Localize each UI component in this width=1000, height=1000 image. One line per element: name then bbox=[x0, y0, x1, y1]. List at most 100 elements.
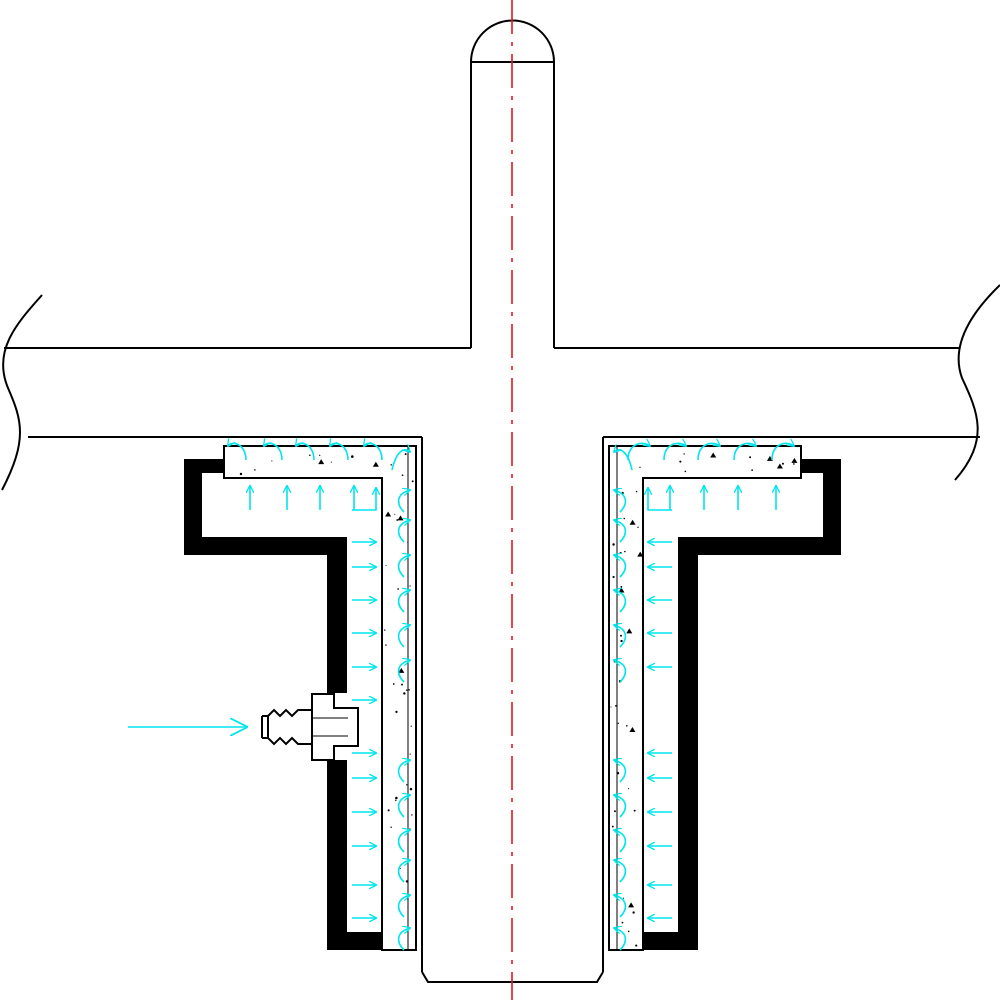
porous-exit-arrow bbox=[627, 443, 650, 461]
porous-exit-arrow bbox=[397, 625, 410, 648]
porous-grain bbox=[619, 551, 622, 554]
porous-grain bbox=[409, 787, 413, 791]
porous-grain bbox=[398, 667, 405, 673]
porous-exit-arrow bbox=[397, 860, 410, 883]
porous-exit-arrow bbox=[397, 830, 410, 853]
porous-grain bbox=[616, 771, 620, 775]
porous-grain bbox=[402, 517, 404, 520]
porous-grain bbox=[409, 585, 411, 587]
porous-grain bbox=[395, 710, 398, 714]
porous-grain bbox=[254, 469, 256, 471]
porous-grain bbox=[615, 705, 617, 707]
porous-grain bbox=[635, 490, 638, 493]
porous-grain bbox=[637, 526, 639, 528]
porous-grain bbox=[406, 784, 408, 786]
porous-grain bbox=[628, 788, 630, 790]
porous-grain bbox=[622, 897, 625, 899]
porous-exit-arrow bbox=[397, 520, 410, 543]
porous-grain bbox=[390, 464, 392, 466]
corner-flow-arrow bbox=[648, 488, 672, 511]
shaft bbox=[421, 19, 604, 983]
porous-grain bbox=[385, 565, 387, 567]
right-porous-liner bbox=[608, 445, 802, 951]
porous-grain bbox=[633, 809, 636, 812]
porous-grain bbox=[309, 454, 311, 457]
porous-grain bbox=[610, 706, 612, 708]
porous-grain bbox=[639, 466, 641, 468]
porous-exit-arrow bbox=[614, 928, 627, 951]
porous-exit-arrow bbox=[397, 895, 410, 918]
porous-exit-arrow bbox=[296, 443, 315, 461]
porous-exit-arrow bbox=[397, 555, 410, 578]
porous-exit-arrow bbox=[397, 590, 410, 613]
left-housing bbox=[184, 459, 383, 950]
porous-grain bbox=[411, 814, 413, 816]
porous-exit-arrow bbox=[228, 443, 247, 461]
shaft-dome-cap bbox=[469, 19, 556, 63]
porous-grain bbox=[395, 796, 398, 800]
porous-grain bbox=[749, 456, 752, 459]
porous-grain bbox=[239, 472, 243, 476]
porous-grain bbox=[620, 634, 622, 637]
porous-grain bbox=[410, 725, 412, 727]
porous-exit-arrow bbox=[264, 443, 283, 461]
porous-grain bbox=[679, 460, 682, 463]
porous-grain bbox=[397, 588, 399, 590]
porous-grain bbox=[624, 550, 626, 553]
porous-grain bbox=[791, 457, 798, 463]
porous-grain bbox=[384, 629, 386, 631]
porous-grain bbox=[751, 469, 753, 471]
porous-exit-arrow bbox=[614, 795, 627, 818]
porous-grain bbox=[620, 586, 623, 588]
porous-exit-arrow bbox=[391, 450, 410, 471]
porous-exit-arrow bbox=[397, 760, 410, 783]
porous-exit-arrow bbox=[614, 450, 633, 471]
porous-grain bbox=[411, 480, 414, 483]
porous-grain bbox=[319, 454, 321, 456]
porous-exit-arrow bbox=[397, 795, 410, 818]
porous-exit-arrow bbox=[614, 555, 627, 578]
porous-grain bbox=[629, 519, 636, 525]
porous-grain bbox=[409, 753, 411, 755]
porous-grain bbox=[684, 470, 687, 473]
porous-exit-arrow bbox=[614, 860, 627, 883]
porous-grain bbox=[776, 463, 783, 469]
porous-grain bbox=[408, 689, 410, 691]
porous-exit-arrow bbox=[614, 490, 627, 513]
porous-grain bbox=[387, 809, 390, 812]
porous-exit-arrow bbox=[330, 443, 349, 461]
porous-grain bbox=[635, 944, 638, 947]
porous-grain bbox=[629, 726, 636, 732]
porous-exit-arrow bbox=[697, 443, 720, 461]
porous-grain bbox=[613, 810, 616, 813]
porous-grain bbox=[385, 644, 387, 646]
porous-exit-arrow bbox=[614, 660, 627, 683]
porous-exit-arrow bbox=[733, 443, 756, 461]
porous-exit-arrow bbox=[614, 895, 627, 918]
porous-grain bbox=[407, 541, 409, 543]
left-porous-liner bbox=[223, 445, 417, 951]
porous-exit-arrow bbox=[614, 590, 627, 613]
porous-grain bbox=[626, 628, 633, 634]
porous-exit-arrow bbox=[663, 443, 686, 461]
porous-grain bbox=[683, 453, 685, 455]
porous-grain bbox=[407, 898, 409, 900]
porous-grain bbox=[401, 474, 404, 477]
porous-exit-arrow bbox=[397, 660, 410, 683]
porous-grain bbox=[617, 722, 619, 724]
inlet-hose-fitting bbox=[261, 693, 359, 761]
porous-grain bbox=[404, 453, 407, 456]
porous-grain bbox=[394, 513, 396, 515]
porous-grain bbox=[330, 461, 332, 463]
right-housing bbox=[642, 459, 841, 950]
porous-grain bbox=[271, 460, 273, 462]
porous-grain bbox=[611, 825, 614, 828]
porous-grain bbox=[632, 911, 635, 914]
porous-grain bbox=[396, 519, 399, 521]
porous-grain bbox=[627, 930, 630, 933]
airflow-arrows bbox=[128, 443, 794, 951]
porous-exit-arrow bbox=[397, 490, 410, 513]
porous-grain bbox=[626, 724, 628, 727]
porous-grain bbox=[637, 551, 644, 557]
